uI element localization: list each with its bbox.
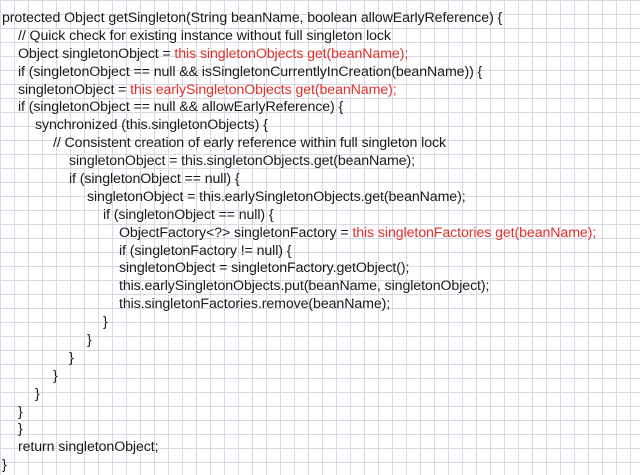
code-line: } (2, 457, 638, 475)
code-text: this.singletonFactories.remove(beanName)… (119, 296, 391, 313)
code-line: singletonObject = singletonFactory.getOb… (2, 260, 638, 278)
code-text: } (18, 421, 23, 438)
code-line: // Quick check for existing instance wit… (2, 28, 638, 46)
code-line: this.singletonFactories.remove(beanName)… (2, 296, 638, 314)
code-text: } (103, 314, 108, 331)
code-line: if (singletonFactory != null) { (2, 243, 638, 261)
code-text: if (singletonFactory != null) { (119, 242, 292, 259)
code-text: } (2, 457, 7, 474)
code-line: if (singletonObject == null && isSinglet… (2, 64, 638, 82)
code-line: } (2, 314, 638, 332)
code-line: // Consistent creation of early referenc… (2, 135, 638, 153)
code-line: if (singletonObject == null) { (2, 207, 638, 225)
code-line: if (singletonObject == null && allowEarl… (2, 99, 638, 117)
code-line: protected Object getSingleton(String bea… (2, 10, 638, 28)
code-text: if (singletonObject == null && isSinglet… (18, 63, 483, 80)
code-line: } (2, 332, 638, 350)
code-line: Object singletonObject = this singletonO… (2, 46, 638, 64)
code-text: } (35, 385, 40, 402)
code-line: } (2, 386, 638, 404)
code-text: return singletonObject; (18, 439, 159, 456)
code-line: singletonObject = this.earlySingletonObj… (2, 189, 638, 207)
code-text: synchronized (this.singletonObjects) { (35, 117, 268, 134)
code-text: if (singletonObject == null && allowEarl… (18, 99, 344, 116)
code-text: singletonObject = this.singletonObjects.… (69, 153, 415, 170)
code-line: } (2, 404, 638, 422)
code-line: } (2, 368, 638, 386)
code-line: return singletonObject; (2, 439, 638, 457)
code-highlight: this singletonFactories get(beanName); (352, 224, 597, 241)
code-line: singletonObject = this.singletonObjects.… (2, 153, 638, 171)
code-text: Object singletonObject = (18, 45, 175, 62)
code-line: ObjectFactory<?> singletonFactory = this… (2, 225, 638, 243)
code-line: } (2, 421, 638, 439)
code-line: singletonObject = this earlySingletonObj… (2, 82, 638, 100)
code-text: // Quick check for existing instance wit… (18, 27, 391, 44)
code-block: protected Object getSingleton(String bea… (2, 10, 638, 475)
code-text: } (69, 349, 74, 366)
code-text: ObjectFactory<?> singletonFactory = (119, 224, 353, 241)
code-text: protected Object getSingleton(String bea… (2, 10, 503, 26)
code-highlight: this earlySingletonObjects get(beanName)… (130, 81, 397, 98)
code-text: // Consistent creation of early referenc… (53, 135, 447, 152)
code-line: this.earlySingletonObjects.put(beanName,… (2, 278, 638, 296)
code-text: if (singletonObject == null) { (103, 206, 274, 223)
code-text: singletonObject = (18, 81, 131, 98)
code-text: this.earlySingletonObjects.put(beanName,… (119, 278, 490, 295)
code-text: } (18, 403, 23, 420)
code-text: singletonObject = singletonFactory.getOb… (119, 260, 410, 277)
code-highlight: this singletonObjects get(beanName); (174, 45, 409, 62)
code-text: if (singletonObject == null) { (69, 171, 240, 188)
code-text: } (53, 367, 58, 384)
code-text: } (87, 332, 92, 349)
code-text: singletonObject = this.earlySingletonObj… (87, 188, 466, 205)
code-line: } (2, 350, 638, 368)
code-line: if (singletonObject == null) { (2, 171, 638, 189)
code-line: synchronized (this.singletonObjects) { (2, 117, 638, 135)
